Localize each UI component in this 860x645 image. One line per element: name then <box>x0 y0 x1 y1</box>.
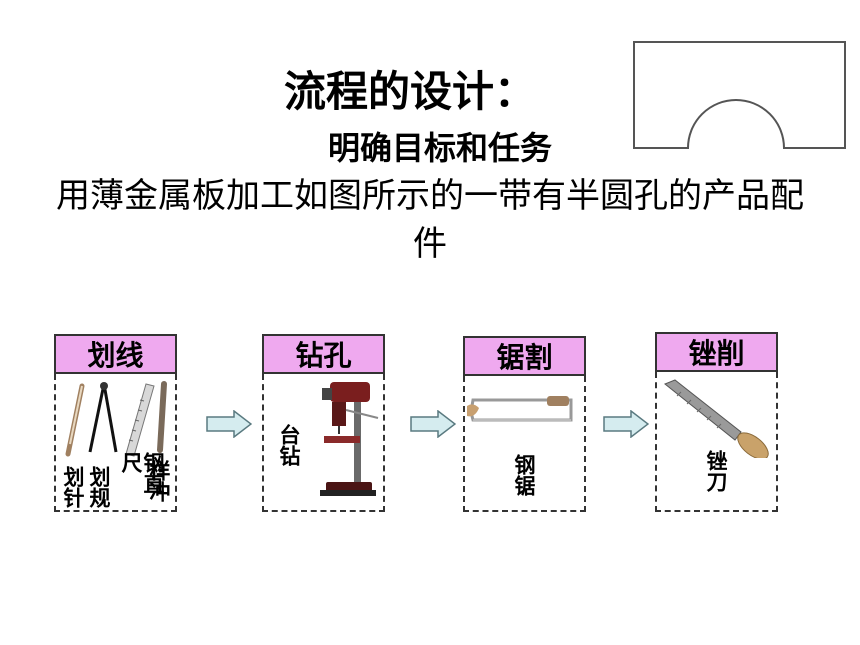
page-subtitle: 明确目标和任务 <box>327 129 552 167</box>
step-filing: 锉削 锉刀 <box>655 332 778 512</box>
step-drilling: 钻孔 台钻 <box>262 334 385 512</box>
step-label: 划线 <box>54 334 177 374</box>
tool-label: 样冲 <box>147 460 172 502</box>
tool-label: 划规 <box>87 466 112 508</box>
step-tools-panel: 台钻 <box>262 374 385 512</box>
tool-label: 划针 <box>61 466 86 508</box>
tool-label: 钢直尺 <box>119 452 166 494</box>
tool-label: 钢锯 <box>512 454 537 496</box>
step-tools-panel: 划针 划规 钢直尺 样冲 <box>54 374 177 512</box>
tool-label: 锉刀 <box>704 450 729 492</box>
marking-tools-icon <box>65 381 167 457</box>
flow-arrow-icon <box>603 410 649 438</box>
flow-arrow-icon <box>410 410 456 438</box>
step-tools-panel: 锉刀 <box>655 372 778 512</box>
tool-label: 台钻 <box>277 424 302 466</box>
page-title: 流程的设计： <box>283 67 536 116</box>
flow-arrow-icon <box>206 410 252 438</box>
part-diagram <box>633 41 846 149</box>
step-label: 锯割 <box>463 336 586 376</box>
step-label: 锉削 <box>655 332 778 372</box>
hacksaw-icon <box>467 396 573 422</box>
step-label: 钻孔 <box>262 334 385 374</box>
drill-press-icon <box>320 382 379 496</box>
task-description: 用薄金属板加工如图所示的一带有半圆孔的产品配件 <box>56 176 804 264</box>
step-sawing: 锯割 钢锯 <box>463 336 586 512</box>
file-tool-icon <box>664 379 769 458</box>
step-tools-panel: 钢锯 <box>463 376 586 512</box>
step-marking: 划线 划针 划规 钢直尺 样冲 <box>54 334 177 512</box>
